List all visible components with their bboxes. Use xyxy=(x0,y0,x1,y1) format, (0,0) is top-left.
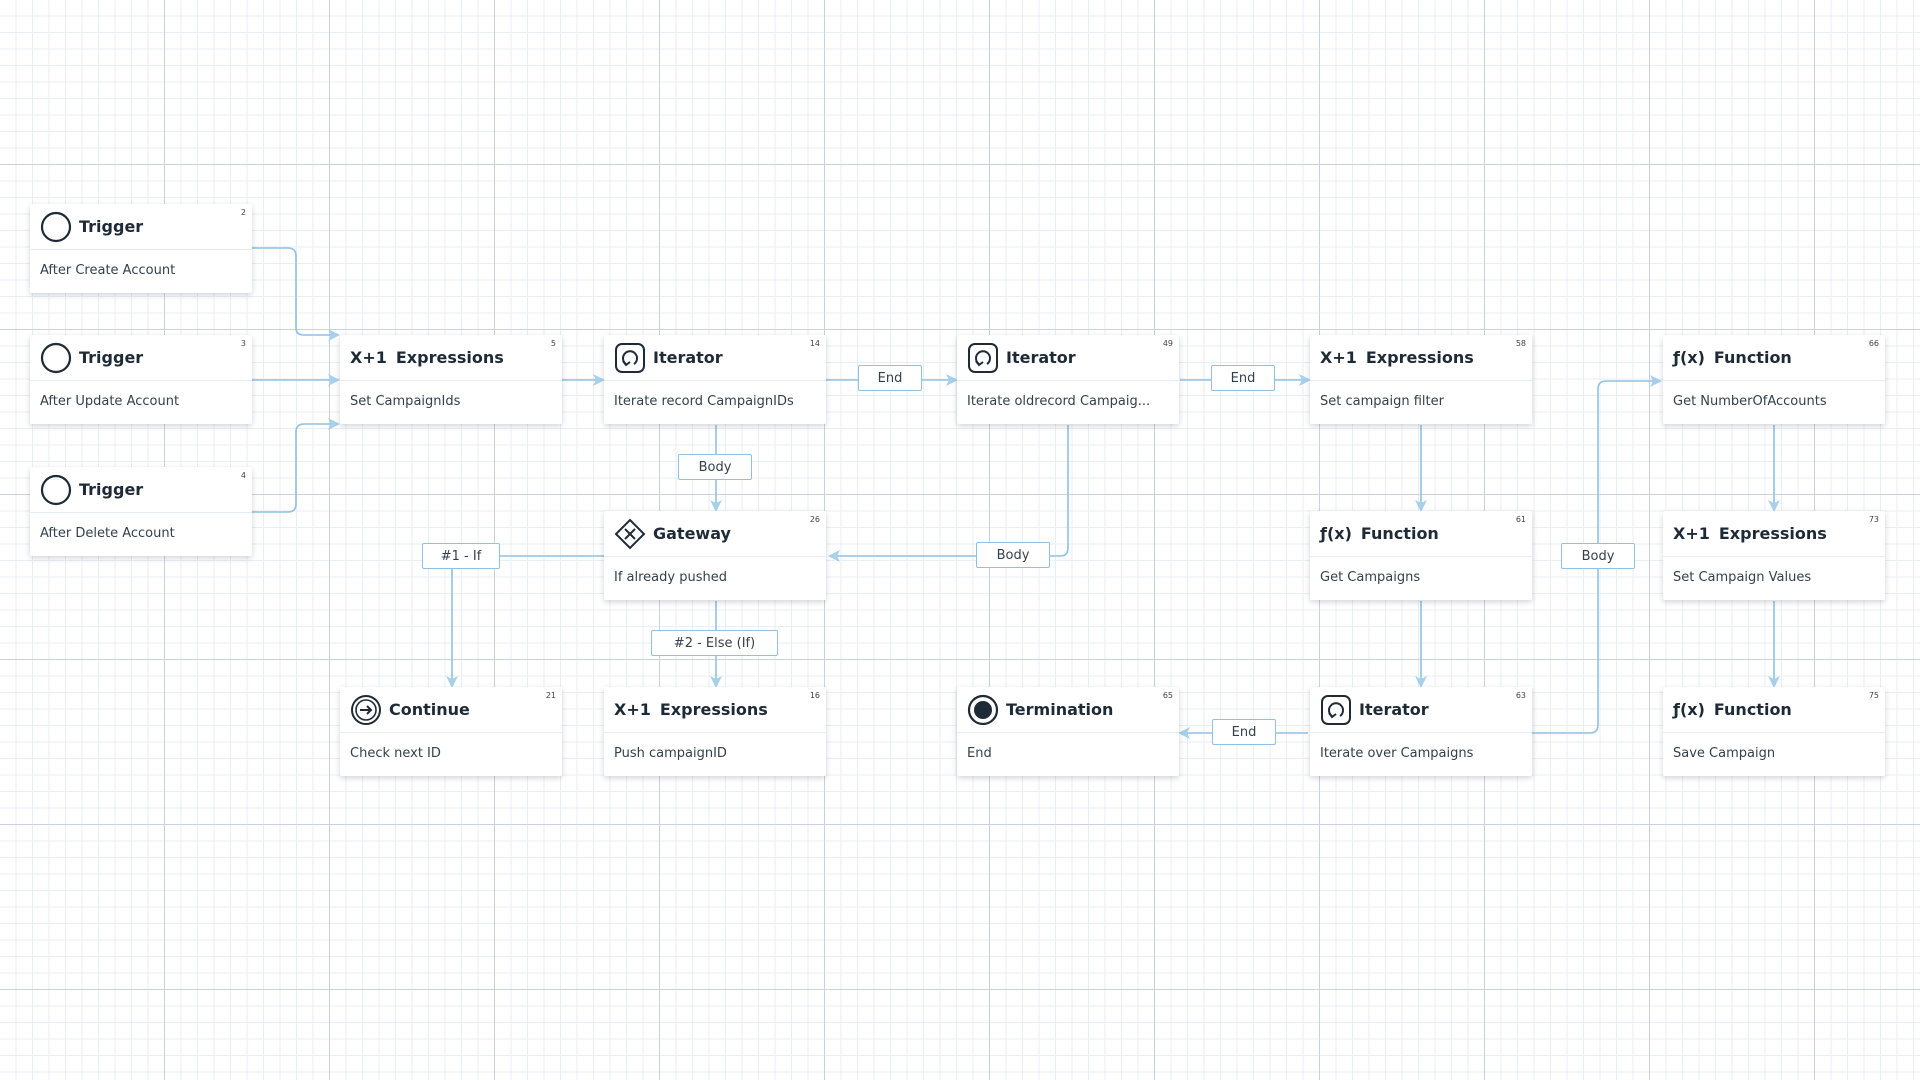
edge-label-end-1[interactable]: End xyxy=(858,365,922,391)
node-subtitle: Get NumberOfAccounts xyxy=(1673,394,1827,409)
loop-icon xyxy=(967,342,999,374)
node-title: Expressions xyxy=(1365,348,1474,367)
node-title: Continue xyxy=(389,700,470,719)
gateway-diamond-icon xyxy=(614,518,646,550)
node-number: 63 xyxy=(1515,691,1526,700)
node-subtitle: Set CampaignIds xyxy=(350,394,461,409)
node-expr-set-values[interactable]: X+1 Expressions Set Campaign Values 73 xyxy=(1663,511,1885,600)
node-title: Trigger xyxy=(79,217,144,236)
node-subtitle: Iterate oldrecord Campaig... xyxy=(967,394,1151,409)
node-subtitle: If already pushed xyxy=(614,570,727,585)
node-subtitle: After Create Account xyxy=(40,263,176,278)
node-number: 73 xyxy=(1868,515,1879,524)
node-subtitle: Check next ID xyxy=(350,746,441,761)
node-subtitle: Set Campaign Values xyxy=(1673,570,1812,585)
edge-label-body-2[interactable]: Body xyxy=(976,542,1050,568)
node-expr-push[interactable]: X+1 Expressions Push campaignID 16 xyxy=(604,687,826,776)
edge-gateway-if xyxy=(446,555,604,688)
node-iter-record[interactable]: Iterator Iterate record CampaignIDs 14 xyxy=(604,335,826,424)
node-title: Iterator xyxy=(653,348,723,367)
node-title: Gateway xyxy=(653,524,731,543)
node-trigger-delete[interactable]: Trigger After Delete Account 4 xyxy=(30,467,252,556)
edge-label-end-2[interactable]: End xyxy=(1211,365,1275,391)
function-icon: ƒ(x) xyxy=(1320,524,1352,543)
node-title: Expressions xyxy=(659,700,768,719)
node-subtitle: After Delete Account xyxy=(40,526,175,541)
node-title: Termination xyxy=(1006,700,1114,719)
node-number: 65 xyxy=(1162,691,1173,700)
circle-outline-icon xyxy=(40,474,72,506)
node-number: 2 xyxy=(240,208,246,217)
node-title: Iterator xyxy=(1006,348,1076,367)
node-subtitle: Iterate record CampaignIDs xyxy=(614,394,794,409)
edge-label-if-1[interactable]: #1 - If xyxy=(422,543,500,569)
node-expr-set-filter[interactable]: X+1 Expressions Set campaign filter 58 xyxy=(1310,335,1532,424)
node-title: Trigger xyxy=(79,348,144,367)
node-title: Expressions xyxy=(395,348,504,367)
node-subtitle: Iterate over Campaigns xyxy=(1320,746,1474,761)
edge-label-body-3[interactable]: Body xyxy=(1561,543,1635,569)
node-gateway[interactable]: Gateway If already pushed 26 xyxy=(604,511,826,600)
node-func-get-campaigns[interactable]: ƒ(x) Function Get Campaigns 61 xyxy=(1310,511,1532,600)
x-plus-one-icon: X+1 xyxy=(350,348,387,367)
edge-oldrecord-body xyxy=(828,425,1069,562)
edge-trigger-delete-to-expr xyxy=(252,418,340,513)
node-title: Function xyxy=(1713,700,1792,719)
node-number: 16 xyxy=(809,691,820,700)
node-number: 3 xyxy=(240,339,246,348)
node-title: Function xyxy=(1360,524,1439,543)
edge-label-else-2[interactable]: #2 - Else (If) xyxy=(651,630,778,656)
circle-outline-icon xyxy=(40,342,72,374)
x-plus-one-icon: X+1 xyxy=(1673,524,1710,543)
node-func-get-number[interactable]: ƒ(x) Function Get NumberOfAccounts 66 xyxy=(1663,335,1885,424)
node-continue[interactable]: Continue Check next ID 21 xyxy=(340,687,562,776)
function-icon: ƒ(x) xyxy=(1673,700,1705,719)
node-trigger-update[interactable]: Trigger After Update Account 3 xyxy=(30,335,252,424)
node-title: Iterator xyxy=(1359,700,1429,719)
node-title: Trigger xyxy=(79,480,144,499)
node-number: 61 xyxy=(1515,515,1526,524)
loop-icon xyxy=(1320,694,1352,726)
node-title: Expressions xyxy=(1718,524,1827,543)
x-plus-one-icon: X+1 xyxy=(1320,348,1357,367)
node-subtitle: After Update Account xyxy=(40,394,180,409)
node-subtitle: Push campaignID xyxy=(614,746,727,761)
continue-icon xyxy=(350,694,382,726)
node-number: 5 xyxy=(550,339,556,348)
node-subtitle: Set campaign filter xyxy=(1320,394,1444,409)
edge-label-body-1[interactable]: Body xyxy=(678,454,752,480)
loop-icon xyxy=(614,342,646,374)
node-iter-oldrecord[interactable]: Iterator Iterate oldrecord Campaig... 49 xyxy=(957,335,1179,424)
function-icon: ƒ(x) xyxy=(1673,348,1705,367)
node-termination[interactable]: Termination End 65 xyxy=(957,687,1179,776)
node-subtitle: Get Campaigns xyxy=(1320,570,1421,585)
node-number: 4 xyxy=(240,471,246,480)
node-number: 58 xyxy=(1515,339,1526,348)
node-expr-set-campaignids[interactable]: X+1 Expressions Set CampaignIds 5 xyxy=(340,335,562,424)
node-number: 75 xyxy=(1868,691,1879,700)
node-subtitle: End xyxy=(967,746,992,761)
edge-label-end-3[interactable]: End xyxy=(1212,719,1276,745)
node-number: 21 xyxy=(545,691,556,700)
node-number: 14 xyxy=(809,339,820,348)
node-number: 66 xyxy=(1868,339,1879,348)
edge-trigger-create-to-expr xyxy=(252,247,340,341)
node-iter-campaigns[interactable]: Iterator Iterate over Campaigns 63 xyxy=(1310,687,1532,776)
node-number: 26 xyxy=(809,515,820,524)
node-title: Function xyxy=(1713,348,1792,367)
termination-icon xyxy=(967,694,999,726)
node-subtitle: Save Campaign xyxy=(1673,746,1776,761)
node-trigger-create[interactable]: Trigger After Create Account 2 xyxy=(30,204,252,293)
circle-outline-icon xyxy=(40,211,72,243)
x-plus-one-icon: X+1 xyxy=(614,700,651,719)
node-number: 49 xyxy=(1162,339,1173,348)
node-func-save[interactable]: ƒ(x) Function Save Campaign 75 xyxy=(1663,687,1885,776)
